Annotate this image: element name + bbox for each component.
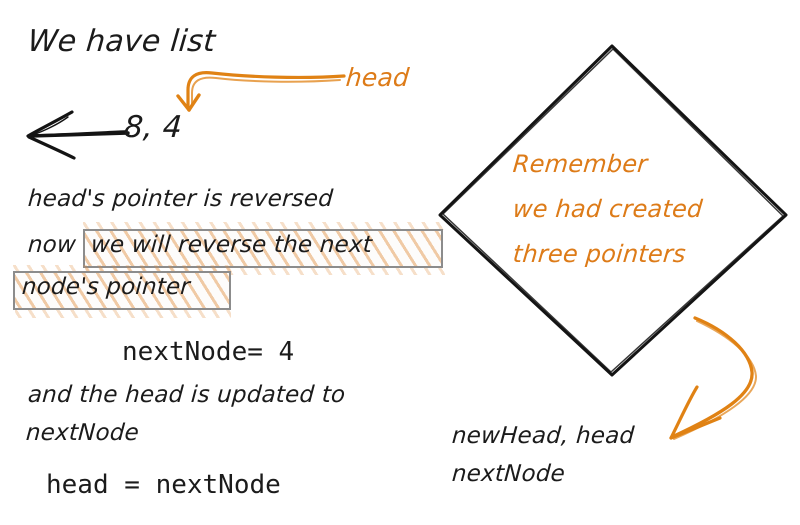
- code-line-head-assign: head = nextNode: [46, 470, 281, 500]
- narrative-line-head-updated: and the head is updated to: [27, 382, 347, 408]
- narrative-line-next-node: nextNode: [25, 420, 140, 446]
- diamond-text-line-3: three pointers: [511, 240, 688, 268]
- highlighted-text-node-pointer: node's pointer: [21, 274, 192, 300]
- curved-arrow-down-icon: [176, 71, 346, 112]
- pointer-names-line-2: nextNode: [451, 461, 566, 487]
- code-line-next-node: nextNode= 4: [122, 337, 295, 367]
- curved-arrow-down-left-icon: [669, 316, 758, 440]
- head-pointer-label: head: [344, 63, 411, 92]
- left-arrow-icon: [26, 110, 130, 160]
- diamond-text-line-2: we had created: [511, 195, 704, 223]
- narrative-line-head-reversed: head's pointer is reversed: [27, 186, 334, 212]
- narrative-line-now: now: [27, 232, 77, 258]
- list-values-label: 8, 4: [122, 110, 184, 145]
- highlighted-text-reverse-next: we will reverse the next: [90, 232, 373, 258]
- highlight-box-reverse-next: [83, 229, 443, 268]
- pointer-names-line-1: newHead, head: [451, 423, 636, 449]
- highlight-box-node-pointer: [13, 271, 231, 310]
- page-title: We have list: [26, 24, 217, 59]
- highlight-hatch-fringe: [15, 310, 231, 318]
- diamond-text-line-1: Remember: [511, 150, 649, 178]
